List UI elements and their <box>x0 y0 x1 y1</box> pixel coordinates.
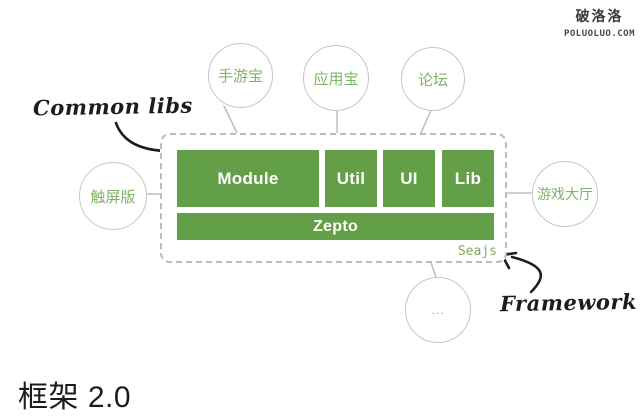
common-libs-annotation: Common libs <box>32 92 193 121</box>
framework-arrow <box>510 255 543 294</box>
block-util: Util <box>325 150 377 207</box>
common-libs-arrow <box>114 121 168 153</box>
block-lib: Lib <box>442 150 494 207</box>
connector-luntan <box>420 109 432 134</box>
watermark-brand: 破洛洛 <box>575 9 624 25</box>
node-yingyongbao: 应用宝 <box>303 45 369 111</box>
framework-annotation: Framework <box>499 288 638 317</box>
watermark: 破洛洛 POLUOLUO.COM <box>564 6 635 39</box>
block-module: Module <box>177 150 319 207</box>
node-shouyoubao: 手游宝 <box>208 43 273 108</box>
node-luntan: 论坛 <box>401 47 465 111</box>
node-more-label: ... <box>431 303 445 317</box>
seajs-label: Seajs <box>457 244 497 259</box>
node-chupingban-label: 触屏版 <box>90 188 136 206</box>
node-luntan-label: 论坛 <box>417 71 448 89</box>
watermark-site: POLUOLUO.COM <box>563 29 635 39</box>
block-ui: UI <box>383 150 435 207</box>
node-shouyoubao-label: 手游宝 <box>217 68 263 85</box>
connector-more <box>430 262 437 278</box>
node-yingyongbao-label: 应用宝 <box>313 70 359 88</box>
node-youxidating: 游戏大厅 <box>532 161 598 227</box>
node-youxidating-label: 游戏大厅 <box>537 186 593 202</box>
block-zepto: Zepto <box>177 213 494 240</box>
node-more: ... <box>405 277 471 343</box>
page-title: 框架 2.0 <box>18 381 132 414</box>
connector-shouyoubao <box>223 105 238 134</box>
node-chupingban: 触屏版 <box>79 162 147 230</box>
